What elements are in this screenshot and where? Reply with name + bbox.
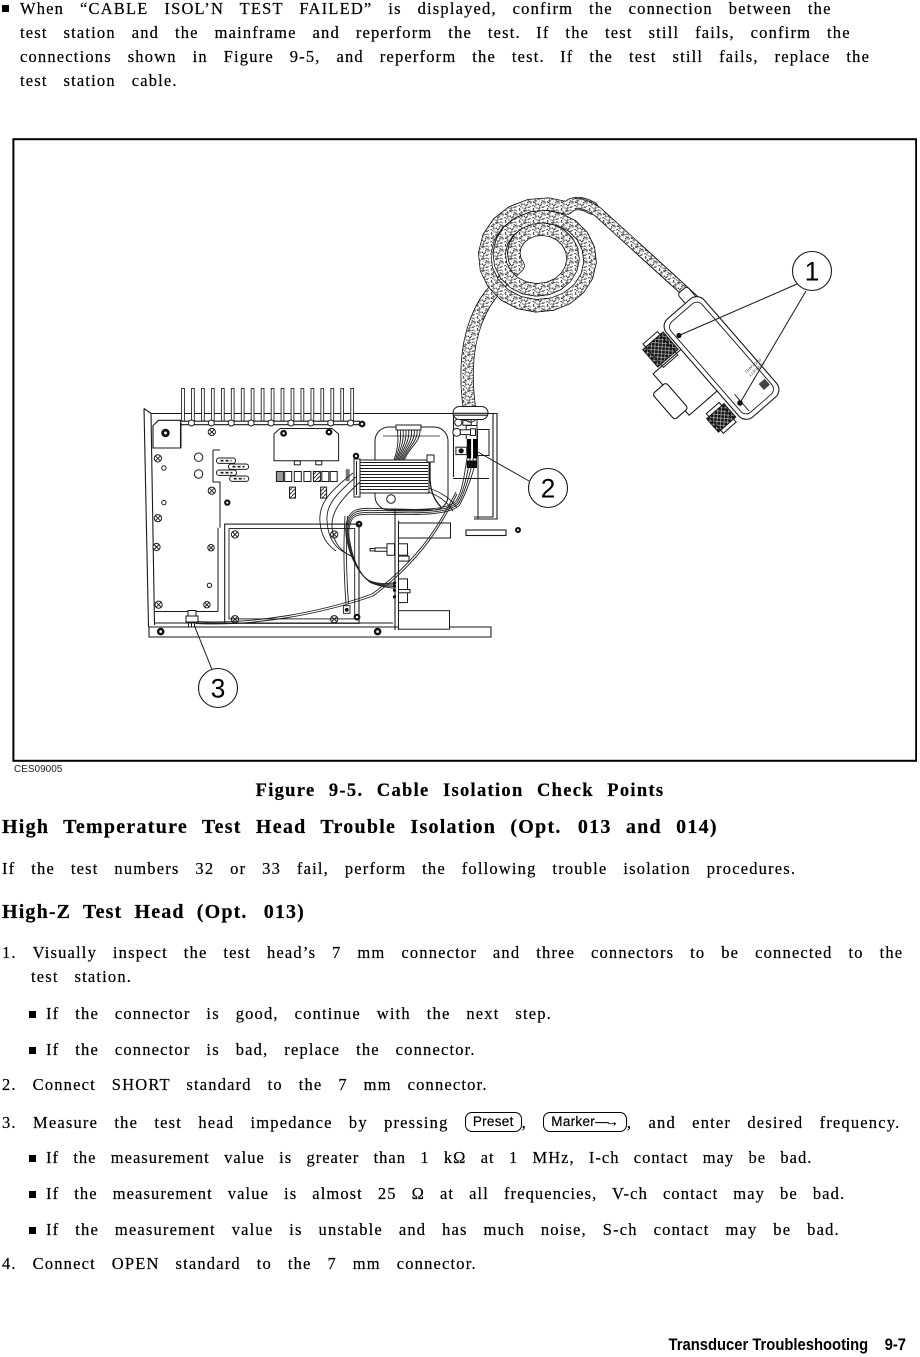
svg-text:3: 3 <box>211 674 226 704</box>
svg-text:2: 2 <box>541 474 556 504</box>
svg-text:1: 1 <box>805 257 820 287</box>
